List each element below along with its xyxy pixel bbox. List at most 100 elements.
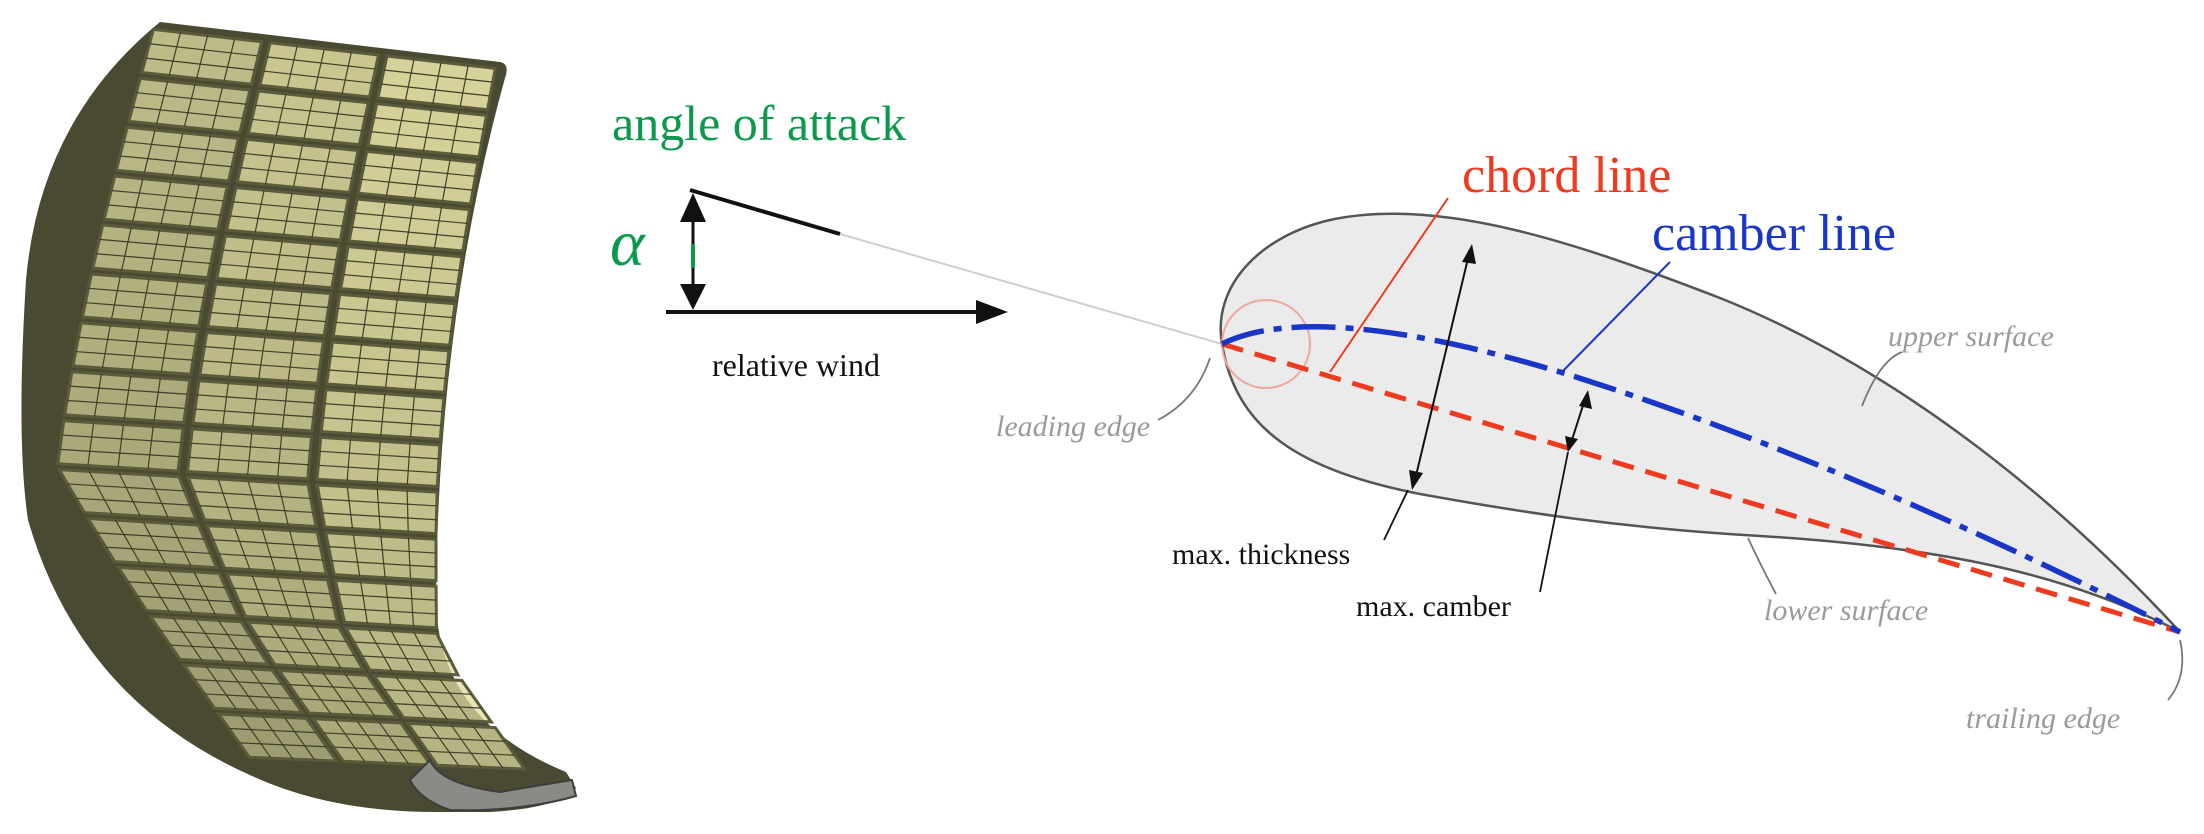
panel-grid-line — [318, 464, 439, 474]
panel-grid-line — [160, 329, 170, 373]
panel-grid-line — [383, 689, 472, 695]
panel-grid-line — [344, 673, 376, 717]
panel-grid-line — [199, 135, 212, 179]
panel-grid-line — [222, 249, 337, 261]
panel-grid-line — [258, 336, 266, 380]
panel-grid-line — [115, 519, 141, 564]
panel-grid-line — [282, 192, 293, 236]
panel-grid-line — [390, 298, 398, 341]
panel-grid-line — [413, 156, 423, 199]
panel-grid-line — [218, 553, 324, 561]
panel-grid-line — [107, 204, 222, 216]
airfoil-outline — [1219, 212, 2181, 634]
panel-foot — [408, 758, 578, 812]
panel-grid-line — [380, 535, 386, 578]
panel-grid-line — [131, 327, 141, 371]
panel-grid-line — [127, 581, 226, 589]
panel-grid-line — [351, 226, 466, 238]
panel-grid-line — [322, 417, 442, 427]
panel-grid-line — [406, 443, 411, 485]
panel-grid-line — [322, 512, 437, 521]
panel-grid-line — [145, 57, 255, 71]
panel-grid-line — [323, 732, 411, 738]
panel-grid-line — [120, 227, 132, 271]
panel-grid-line — [217, 478, 233, 522]
panel-grid-line — [380, 83, 491, 97]
panel-grid-line — [256, 635, 347, 643]
upper-surface-label: upper surface — [1888, 320, 2054, 353]
panel-grid-line — [319, 498, 437, 507]
panel-grid-line — [289, 684, 378, 690]
panel-grid-line — [172, 617, 203, 661]
chord-line-label: chord line — [1462, 147, 1671, 204]
panel-grid-line — [311, 195, 321, 238]
panel-grid-line — [123, 140, 236, 154]
panel-grid-line — [75, 350, 194, 361]
panel-tile — [204, 523, 329, 576]
panel-grid-line — [413, 631, 437, 674]
panel-grid-line — [338, 593, 437, 601]
panel-grid-line — [239, 742, 327, 748]
panel-grid-line — [363, 164, 476, 177]
panel-grid-line — [345, 260, 460, 272]
panel-grid-line — [118, 472, 141, 517]
panel-grid-line — [88, 287, 205, 299]
panel-grid-line — [117, 424, 125, 468]
camber-line — [1220, 324, 2182, 635]
panel-grid-line — [178, 232, 189, 276]
panel-grid-line — [171, 132, 184, 176]
panel-grid-line — [314, 48, 325, 92]
panel-grid-line — [346, 439, 352, 482]
panel-grid-line — [427, 750, 515, 756]
panel-grid-line — [350, 391, 357, 434]
panel-grid-line — [395, 676, 427, 720]
panel-grid-line — [302, 243, 312, 286]
panel-grid-line — [93, 373, 102, 417]
panel-grid-line — [353, 641, 444, 648]
panel-grid-line — [111, 189, 225, 202]
camber-line-leader — [1559, 261, 1671, 375]
panel-grid-line — [240, 714, 272, 759]
panel-grid-line — [422, 109, 433, 152]
panel-grid-line — [105, 546, 211, 555]
panel-grid-line — [417, 736, 506, 743]
angle-arrow-bottom-icon — [680, 284, 706, 310]
panel-grid-line — [367, 629, 393, 672]
panel-grid-line — [193, 571, 216, 615]
inclined-reference-extension — [839, 233, 1223, 345]
panel-grid-line — [212, 539, 321, 547]
panel-grid-line — [143, 568, 170, 613]
panel-grid-line — [330, 355, 448, 366]
relative-wind-arrowhead-icon — [976, 300, 1008, 324]
panel-grid-line — [85, 302, 202, 313]
max-camber-label-leader — [1539, 451, 1569, 593]
airfoil-icon — [1219, 212, 2182, 635]
panel-grid-line — [335, 321, 452, 333]
panel-grid-line — [123, 375, 132, 419]
panel-grid-line — [404, 58, 415, 102]
panel-grid-line — [202, 360, 320, 370]
panel-grid-line — [277, 434, 283, 477]
curved-solar-panel-icon — [21, 22, 578, 812]
panel-grid-line — [341, 607, 437, 615]
panel-grid-line — [227, 667, 259, 711]
panel-grid-line — [294, 291, 303, 334]
panel-grid-line — [361, 178, 474, 191]
panel-grid-line — [143, 129, 156, 174]
panel-grid-line — [265, 649, 355, 657]
panel-grid-line — [303, 96, 314, 140]
panel-grid-line — [355, 344, 363, 387]
panel-grid-line — [337, 307, 454, 319]
panel-grid-line — [284, 717, 316, 761]
panel-grid-line — [223, 38, 236, 82]
panel-grid-line — [196, 394, 316, 404]
panel-grid-line — [370, 131, 482, 144]
panel-grid-line — [78, 336, 196, 347]
panel-grid-line — [441, 159, 451, 202]
panel-grid-line — [376, 441, 381, 483]
panel-grid-line — [247, 480, 261, 524]
panel-grid-line — [119, 155, 232, 168]
panel-grid-line — [262, 715, 294, 760]
panel-grid-line — [232, 201, 346, 213]
panel-grid-line — [385, 154, 396, 197]
